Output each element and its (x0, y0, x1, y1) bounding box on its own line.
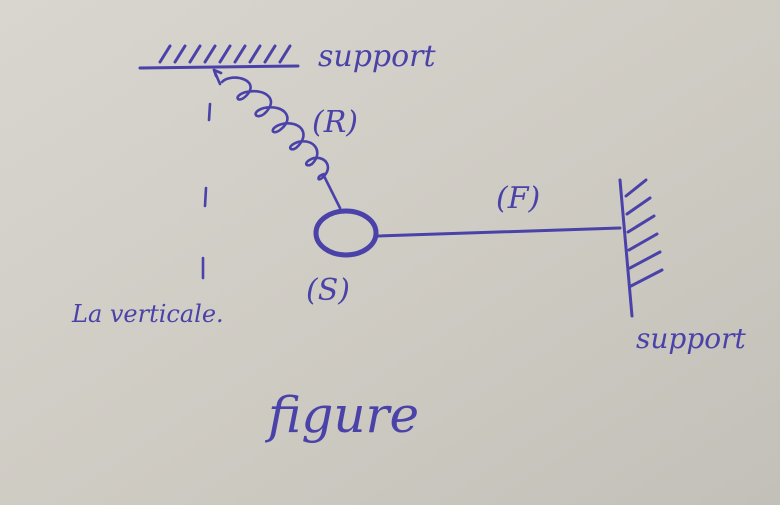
label-rod-f: (F) (496, 181, 540, 216)
top-support (138, 44, 300, 70)
label-spring-r: (R) (312, 105, 358, 140)
rod (376, 226, 622, 238)
label-mass-s: (S) (306, 273, 350, 308)
right-support (618, 178, 664, 318)
mass-circle (313, 208, 379, 258)
label-support-top: support (318, 39, 437, 74)
spring (212, 68, 342, 210)
vertical-dashed-line (201, 102, 212, 280)
label-support-right: support (636, 322, 746, 355)
caption: figure (264, 386, 419, 444)
label-vertical-note: La verticale. (71, 300, 224, 328)
